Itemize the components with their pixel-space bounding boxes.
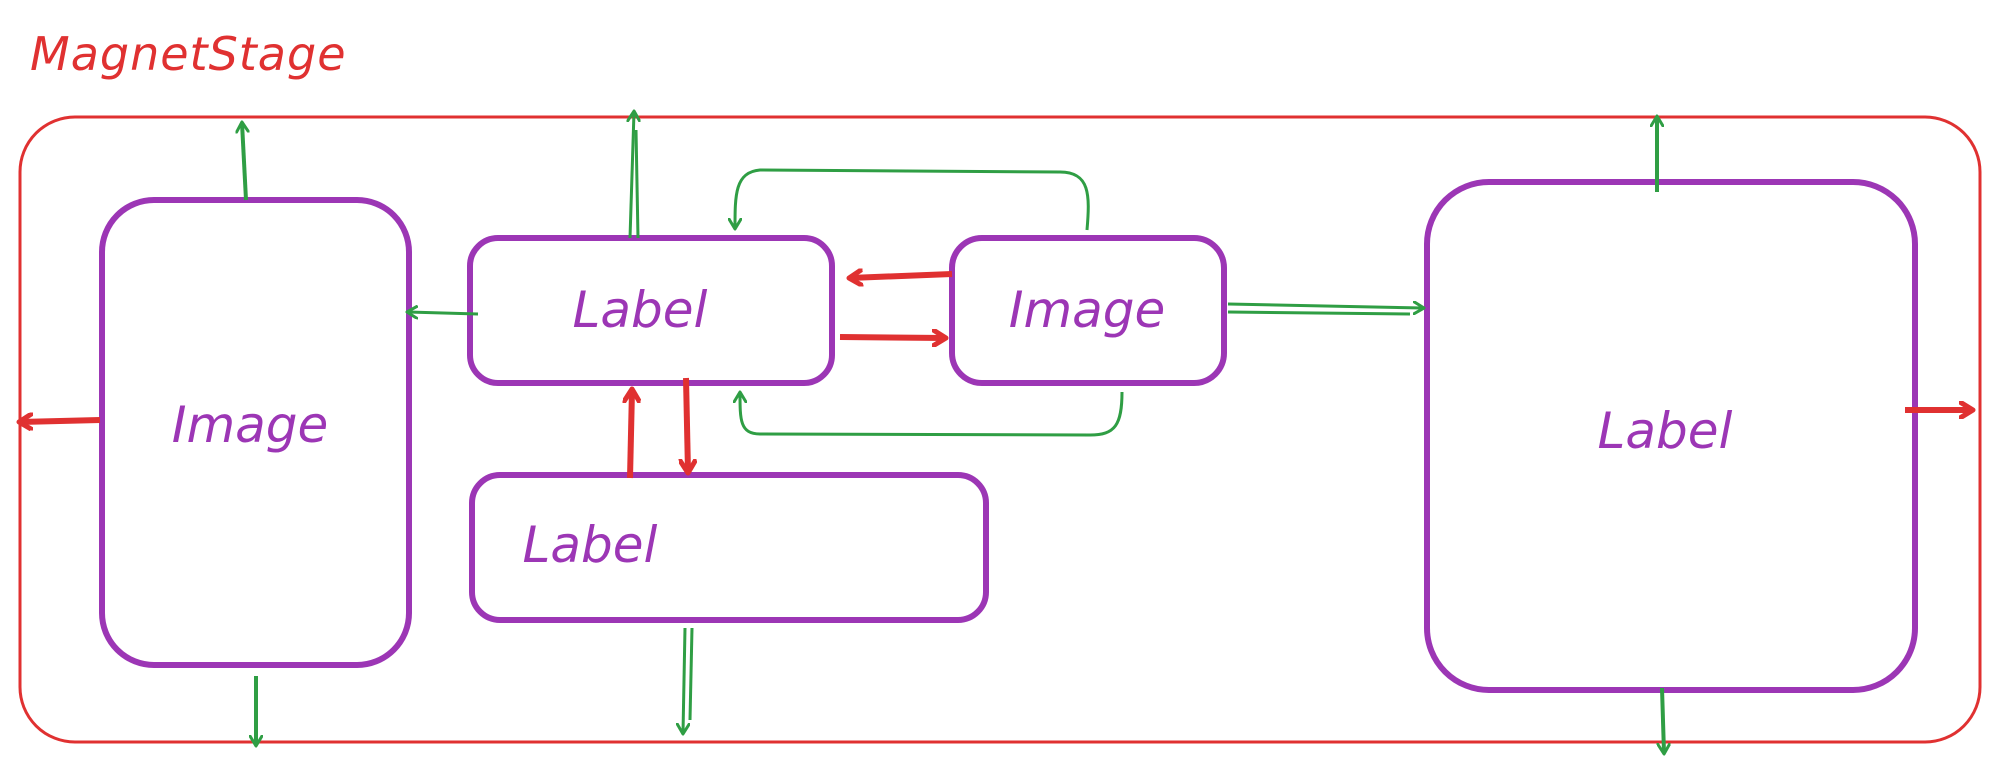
green-arrow-label-right-down: [1662, 687, 1664, 753]
green-arrow-image-left-up: [242, 123, 246, 201]
green-arrow-label-top-left: [408, 312, 479, 314]
green-arrow-loop-top: [735, 168, 1090, 230]
node-label-top-label: Label: [573, 281, 708, 339]
green-arrow-label-top-up-double: [634, 129, 640, 239]
node-label-right[interactable]: Label: [1424, 179, 1918, 693]
red-arrow-image-left-out: [20, 420, 101, 422]
node-label-bottom-label: Label: [523, 516, 658, 574]
red-arrow-label-top-to-image-mid: [839, 337, 945, 338]
green-arrow-loop-bottom: [740, 392, 1124, 437]
green-arrow-image-mid-right: [1227, 304, 1423, 308]
red-arrow-image-mid-to-label-top: [850, 274, 953, 278]
green-arrow-label-bottom-down-double: [688, 627, 694, 721]
stage-title: MagnetStage: [30, 27, 347, 81]
node-image-left-label: Image: [172, 396, 329, 454]
red-arrow-label-bottom-to-label-top: [630, 390, 632, 479]
node-image-left[interactable]: Image: [99, 197, 412, 668]
node-label-bottom[interactable]: Label: [469, 472, 989, 623]
green-arrow-label-top-up: [630, 112, 634, 239]
green-arrow-image-mid-right-double: [1227, 310, 1411, 316]
green-arrow-label-bottom-down: [683, 627, 685, 733]
node-image-mid[interactable]: Image: [949, 235, 1227, 386]
node-label-top[interactable]: Label: [467, 235, 835, 386]
node-label-right-label: Label: [1598, 402, 1733, 460]
red-arrow-label-top-to-label-bottom: [686, 377, 688, 472]
node-image-mid-label: Image: [1009, 281, 1166, 339]
